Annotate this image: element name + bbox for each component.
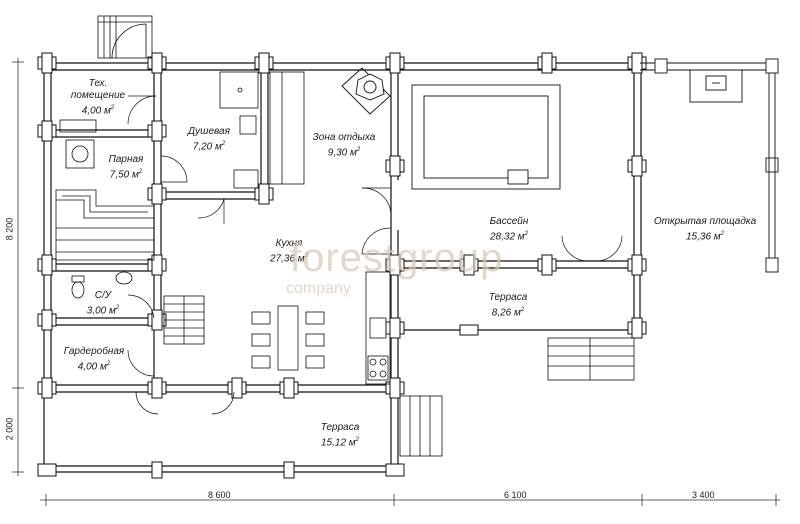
room-name: Открытая площадка <box>653 216 757 227</box>
hot-tub <box>341 67 391 115</box>
room-area-value: 4,00 м <box>77 361 107 373</box>
room-area-value: 9,30 м <box>327 147 357 159</box>
dimension-left-2: 2 000 <box>4 417 15 441</box>
wall-crossings <box>37 52 647 479</box>
room-name: Парная <box>108 154 144 165</box>
wc-fixtures <box>71 271 133 299</box>
room-label-openarea: Открытая площадка 15,36 м2 <box>650 216 760 243</box>
room-label-terrace-small: Терраса 8,26 м2 <box>476 292 540 319</box>
room-area: 7,50 м2 <box>98 166 154 181</box>
steam-room-benches <box>55 119 155 261</box>
dimension-bottom-2: 6 100 <box>504 490 527 500</box>
area-unit-sup: 2 <box>355 437 359 443</box>
room-label-terrace-large: Терраса 15,12 м2 <box>308 422 372 449</box>
room-area: 4,00 м2 <box>58 102 138 117</box>
dimension-lines <box>12 58 780 506</box>
room-name: Гардеробная <box>63 346 125 357</box>
room-name: Тех. помещение <box>70 78 126 101</box>
area-unit-sup: 2 <box>221 141 226 147</box>
dimension-left-1: 8 200 <box>4 217 15 241</box>
area-unit-sup: 2 <box>138 169 143 175</box>
room-label-kitchen: Кухня 27,36 м2 <box>256 238 322 265</box>
room-name: Терраса <box>320 422 360 433</box>
dimension-bottom-3: 3 400 <box>692 490 715 500</box>
room-label-tech: Тех. помещение 4,00 м2 <box>58 78 138 117</box>
doors <box>127 95 623 415</box>
room-area: 7,20 м2 <box>178 138 240 153</box>
area-unit-sup: 2 <box>524 231 528 237</box>
room-name: Зона отдыха <box>312 132 376 143</box>
room-name: Бассейн <box>489 216 529 227</box>
area-unit-sup: 2 <box>356 147 361 153</box>
room-name: С/У <box>94 290 112 301</box>
room-area-value: 4,00 м <box>81 105 111 117</box>
dimension-bottom-1: 8 600 <box>208 490 231 500</box>
room-area: 4,00 м2 <box>56 358 132 373</box>
shower-fixtures <box>219 71 259 189</box>
room-area-value: 15,36 м <box>685 231 721 243</box>
room-area-value: 28,32 м <box>489 231 525 243</box>
room-label-pool: Бассейн 28,32 м2 <box>474 216 544 243</box>
room-area-value: 7,50 м <box>109 169 139 181</box>
room-area-value: 8,26 м <box>491 307 521 319</box>
room-name: Душевая <box>188 126 230 137</box>
open-area-structure <box>640 58 779 273</box>
room-name: Терраса <box>488 292 528 303</box>
pool <box>411 84 561 190</box>
area-unit-sup: 2 <box>720 231 724 237</box>
watermark-sub: company <box>286 280 351 297</box>
area-unit-sup: 2 <box>304 253 308 259</box>
terrace-steps <box>399 337 635 457</box>
entrance-steps <box>97 15 153 59</box>
room-area: 3,00 м2 <box>78 302 128 317</box>
room-area-value: 3,00 м <box>86 305 116 317</box>
area-unit-sup: 2 <box>520 307 525 313</box>
room-area-value: 27,36 м <box>269 253 305 265</box>
room-name: Кухня <box>275 238 303 249</box>
room-area: 28,32 м2 <box>474 228 544 243</box>
room-label-rest: Зона отдыха 9,30 м2 <box>304 132 384 159</box>
area-unit-sup: 2 <box>106 361 111 367</box>
kitchen-furniture <box>251 271 391 385</box>
room-label-shower: Душевая 7,20 м2 <box>178 126 240 153</box>
room-area-value: 15,12 м <box>320 437 356 449</box>
staircase <box>163 295 205 345</box>
room-area: 8,26 м2 <box>476 304 540 319</box>
area-unit-sup: 2 <box>115 305 120 311</box>
room-area: 9,30 м2 <box>304 144 384 159</box>
room-area: 15,36 м2 <box>650 228 760 243</box>
sofa <box>269 71 305 185</box>
area-unit-sup: 2 <box>110 105 115 111</box>
watermark-logo: forestgroup <box>290 236 504 280</box>
room-label-wc: С/У 3,00 м2 <box>78 290 128 317</box>
room-label-steam: Парная 7,50 м2 <box>98 154 154 181</box>
room-area: 15,12 м2 <box>308 434 372 449</box>
room-area: 27,36 м2 <box>256 250 322 265</box>
room-area-value: 7,20 м <box>192 141 222 153</box>
room-label-wardrobe: Гардеробная 4,00 м2 <box>56 346 132 373</box>
